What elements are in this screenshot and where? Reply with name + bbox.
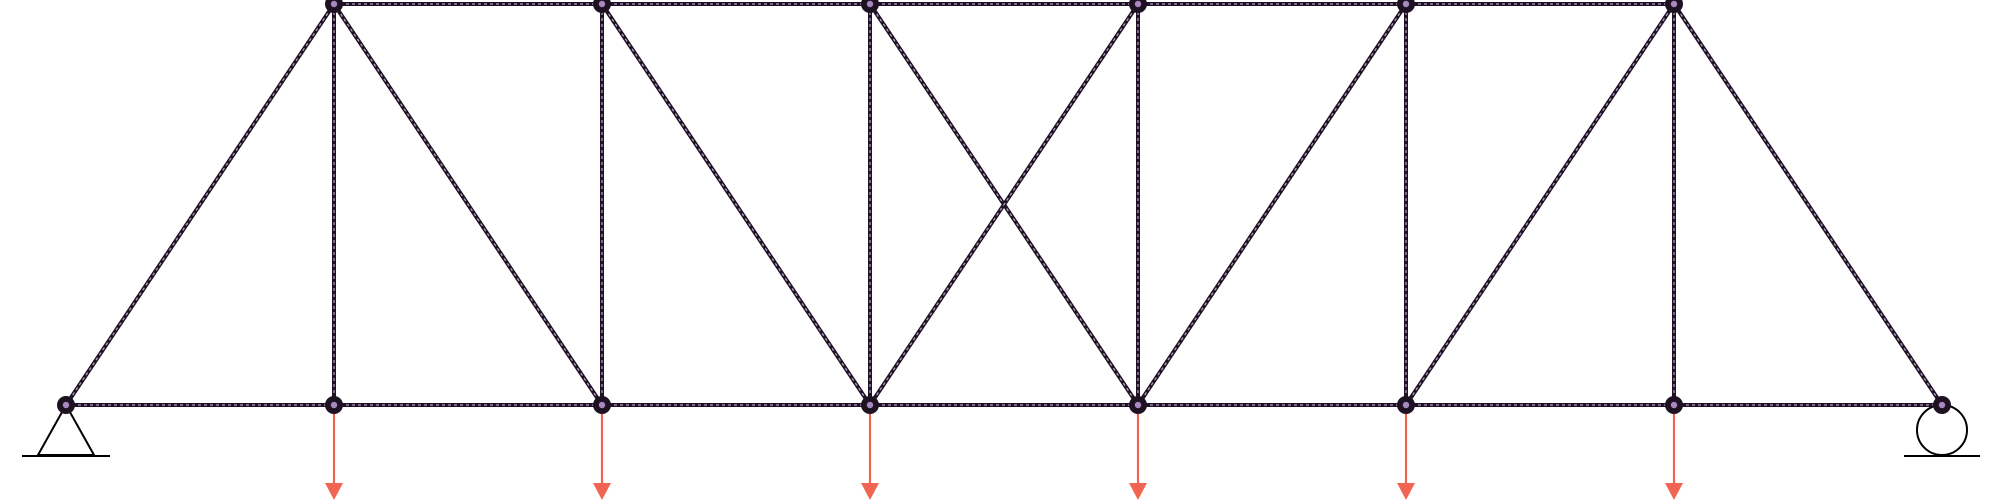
joint-U3 xyxy=(861,0,879,13)
load-arrow-head-icon xyxy=(1665,483,1683,500)
joint-L5 xyxy=(1397,396,1415,414)
truss-member-U1-L2 xyxy=(332,2,604,407)
joint-center xyxy=(598,0,606,8)
load-arrow-head-icon xyxy=(1397,483,1415,500)
truss-member-U6-L7 xyxy=(1672,2,1944,407)
joint-center xyxy=(62,401,70,409)
joint-center xyxy=(1134,401,1142,409)
truss-joints xyxy=(57,0,1951,414)
joint-U4 xyxy=(1129,0,1147,13)
joint-L2 xyxy=(593,396,611,414)
truss-member-U2-L3 xyxy=(600,2,872,407)
joint-center xyxy=(598,401,606,409)
member-dash xyxy=(1137,3,1407,406)
load-arrow-L1 xyxy=(325,405,343,500)
joint-center xyxy=(1402,0,1410,8)
joint-U1 xyxy=(325,0,343,13)
joint-L4 xyxy=(1129,396,1147,414)
truss-member-L0-U1 xyxy=(64,2,336,407)
joint-L3 xyxy=(861,396,879,414)
joint-center xyxy=(866,401,874,409)
load-arrow-head-icon xyxy=(1129,483,1147,500)
joint-center xyxy=(330,0,338,8)
joint-L6 xyxy=(1665,396,1683,414)
joint-L1 xyxy=(325,396,343,414)
joint-center xyxy=(1670,401,1678,409)
load-arrow-head-icon xyxy=(861,483,879,500)
load-arrows xyxy=(325,405,1683,500)
member-dash xyxy=(1673,3,1943,406)
truss-member-L5-U6 xyxy=(1404,2,1676,407)
supports xyxy=(22,402,1980,457)
joint-center xyxy=(1134,0,1142,8)
joint-U5 xyxy=(1397,0,1415,13)
load-arrow-L5 xyxy=(1397,405,1415,500)
member-dash xyxy=(869,3,1139,406)
joint-center xyxy=(330,401,338,409)
load-arrow-L2 xyxy=(593,405,611,500)
load-arrow-head-icon xyxy=(593,483,611,500)
member-dash xyxy=(333,3,603,406)
member-dash xyxy=(1405,3,1675,406)
joint-center xyxy=(1938,401,1946,409)
truss-member-L3-U4 xyxy=(868,2,1140,407)
pin-support-icon xyxy=(22,402,110,457)
load-arrow-L4 xyxy=(1129,405,1147,500)
joint-center xyxy=(866,0,874,8)
load-arrow-L6 xyxy=(1665,405,1683,500)
joint-L0 xyxy=(57,396,75,414)
load-arrow-L3 xyxy=(861,405,879,500)
joint-U2 xyxy=(593,0,611,13)
member-dash xyxy=(601,3,871,406)
joint-center xyxy=(1670,0,1678,8)
truss-members xyxy=(64,2,1944,407)
joint-L7 xyxy=(1933,396,1951,414)
truss-member-L4-U5 xyxy=(1136,2,1408,407)
member-dash xyxy=(65,3,335,406)
joint-U6 xyxy=(1665,0,1683,13)
load-arrow-head-icon xyxy=(325,483,343,500)
roller-support-icon xyxy=(1904,404,1980,457)
joint-center xyxy=(1402,401,1410,409)
